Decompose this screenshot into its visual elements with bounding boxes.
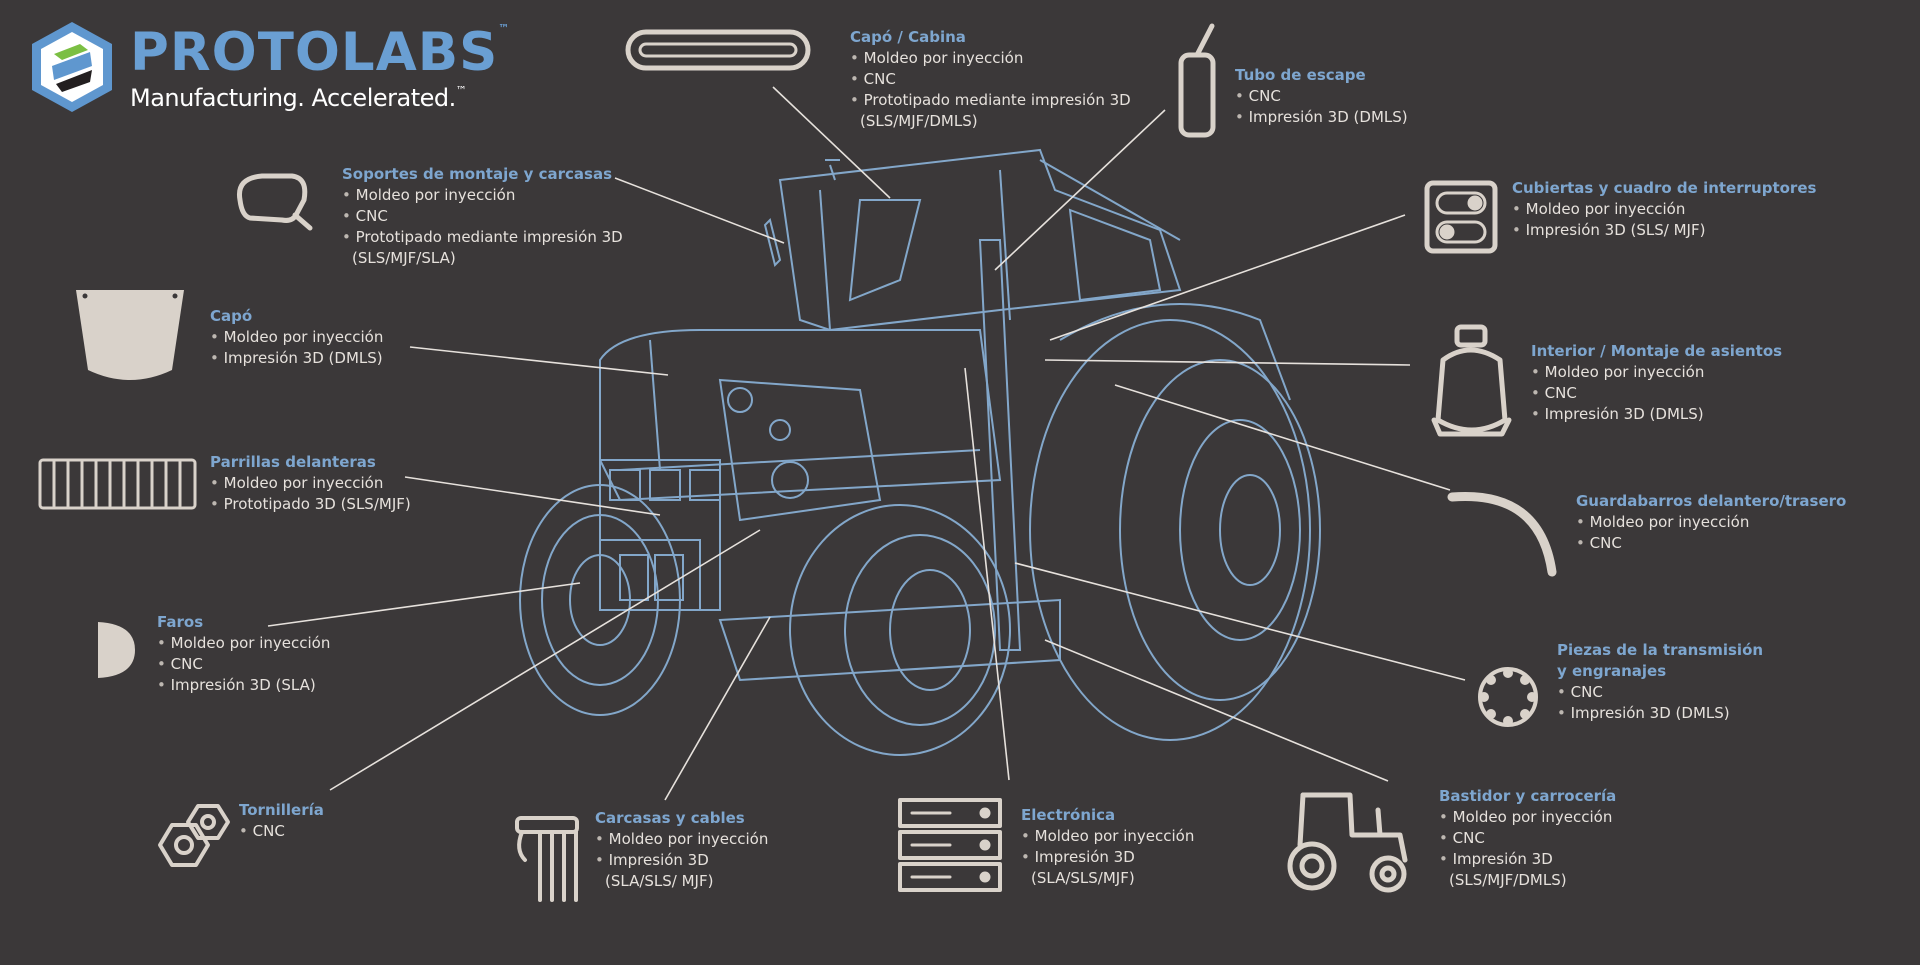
callout-item: Moldeo por inyección [342, 185, 623, 206]
callout-item: (SLS/MJF/SLA) [352, 249, 456, 267]
callout-title: Piezas de la transmisión [1557, 641, 1764, 659]
callout-item: Moldeo por inyección [1512, 199, 1816, 220]
callout-item: CNC [342, 206, 623, 227]
callout-title: Guardabarros delantero/trasero [1576, 492, 1847, 510]
callout-item: Moldeo por inyección [850, 48, 1131, 69]
callout-item: Moldeo por inyección [157, 633, 331, 654]
callout-item: Impresión 3D (SLS/ MJF) [1512, 220, 1816, 241]
callout-item: Impresión 3D (DMLS) [1235, 107, 1408, 128]
callout-title: Bastidor y carrocería [1439, 787, 1617, 805]
tractor-wireframe [519, 148, 1321, 756]
callout-interior: Interior / Montaje de asientos Moldeo po… [1531, 341, 1782, 425]
nuts-icon [158, 804, 230, 867]
callout-item: Moldeo por inyección [210, 327, 384, 348]
callout-item: CNC [1235, 86, 1408, 107]
callout-item: Prototipado mediante impresión 3D [342, 227, 623, 248]
callout-cubiertas: Cubiertas y cuadro de interruptores Mold… [1512, 178, 1816, 241]
callout-title: Parrillas delanteras [210, 453, 376, 471]
callout-title: Soportes de montaje y carcasas [342, 165, 613, 183]
callout-title: Tubo de escape [1235, 66, 1366, 84]
callout-title: Interior / Montaje de asientos [1531, 342, 1783, 360]
cables-icon [515, 816, 579, 902]
callout-tornilleria: Tornillería CNC [239, 800, 324, 842]
gasket-icon [1478, 667, 1538, 727]
callout-item: (SLS/MJF/DMLS) [1449, 871, 1567, 889]
server-rack-icon [898, 798, 1002, 892]
callout-tubo-escape: Tubo de escape CNC Impresión 3D (DMLS) [1235, 65, 1408, 128]
protolabs-hex-logo-icon [32, 22, 112, 112]
callout-item: Moldeo por inyección [1021, 826, 1195, 847]
callout-item: Moldeo por inyección [1439, 807, 1616, 828]
callout-item: (SLA/SLS/MJF) [1031, 869, 1135, 887]
callout-item: Impresión 3D (DMLS) [1531, 404, 1782, 425]
exhaust-pipe-icon [1178, 23, 1216, 138]
callout-item: CNC [157, 654, 330, 675]
callout-soportes: Soportes de montaje y carcasas Moldeo po… [342, 164, 623, 269]
callout-title: Capó / Cabina [850, 28, 966, 46]
callout-title: Electrónica [1021, 806, 1116, 824]
callout-item: Moldeo por inyección [595, 829, 769, 850]
callout-title: Capó [210, 307, 253, 325]
callout-item: Moldeo por inyección [1576, 512, 1846, 533]
logo-tagline: Manufacturing. Accelerated.™ [130, 84, 467, 112]
headlight-icon [98, 622, 135, 678]
seat-icon [1431, 324, 1512, 437]
callout-transmision: Piezas de la transmisión y engranajes CN… [1557, 640, 1763, 724]
fender-icon [1447, 491, 1557, 577]
callout-item: CNC [1439, 828, 1616, 849]
callout-item: CNC [1531, 383, 1782, 404]
callout-item: Impresión 3D [1439, 849, 1616, 870]
callout-bastidor: Bastidor y carrocería Moldeo por inyecci… [1439, 786, 1616, 891]
hood-icon [76, 290, 184, 380]
callout-item: Impresión 3D (DMLS) [1557, 703, 1763, 724]
callout-item: Moldeo por inyección [210, 473, 411, 494]
tractor-icon [1287, 792, 1408, 893]
callout-item: (SLA/SLS/ MJF) [605, 872, 714, 890]
callout-title: Cubiertas y cuadro de interruptores [1512, 179, 1817, 197]
callout-item: CNC [239, 821, 324, 842]
callout-capo: Capó Moldeo por inyección Impresión 3D (… [210, 306, 383, 369]
callout-item: Impresión 3D (SLA) [157, 675, 330, 696]
bar-icon [625, 29, 811, 71]
callout-carcasas-cables: Carcasas y cables Moldeo por inyección I… [595, 808, 768, 892]
switch-panel-icon [1424, 180, 1498, 254]
callout-title-line2: y engranajes [1557, 662, 1667, 680]
callout-title: Faros [157, 613, 204, 631]
callout-item: Impresión 3D [1021, 847, 1194, 868]
callout-item: CNC [1557, 682, 1763, 703]
callout-item: Impresión 3D [595, 850, 768, 871]
callout-title: Tornillería [239, 801, 324, 819]
mirror-icon [236, 173, 313, 231]
callout-item: Impresión 3D (DMLS) [210, 348, 383, 369]
callout-guardabarros: Guardabarros delantero/trasero Moldeo po… [1576, 491, 1846, 554]
callout-item: (SLS/MJF/DMLS) [860, 112, 978, 130]
callout-item: Prototipado mediante impresión 3D [850, 90, 1131, 111]
callout-capo-cabina: Capó / Cabina Moldeo por inyección CNC P… [850, 27, 1131, 132]
grille-icon [38, 458, 197, 510]
callout-item: Prototipado 3D (SLS/MJF) [210, 494, 411, 515]
callout-electronica: Electrónica Moldeo por inyección Impresi… [1021, 805, 1194, 889]
callout-item: CNC [850, 69, 1131, 90]
callout-item: CNC [1576, 533, 1846, 554]
callout-item: Moldeo por inyección [1531, 362, 1782, 383]
callout-faros: Faros Moldeo por inyección CNC Impresión… [157, 612, 330, 696]
callout-title: Carcasas y cables [595, 809, 745, 827]
logo-wordmark: PROTOLABS™ [130, 22, 511, 83]
callout-parrillas: Parrillas delanteras Moldeo por inyecció… [210, 452, 411, 515]
